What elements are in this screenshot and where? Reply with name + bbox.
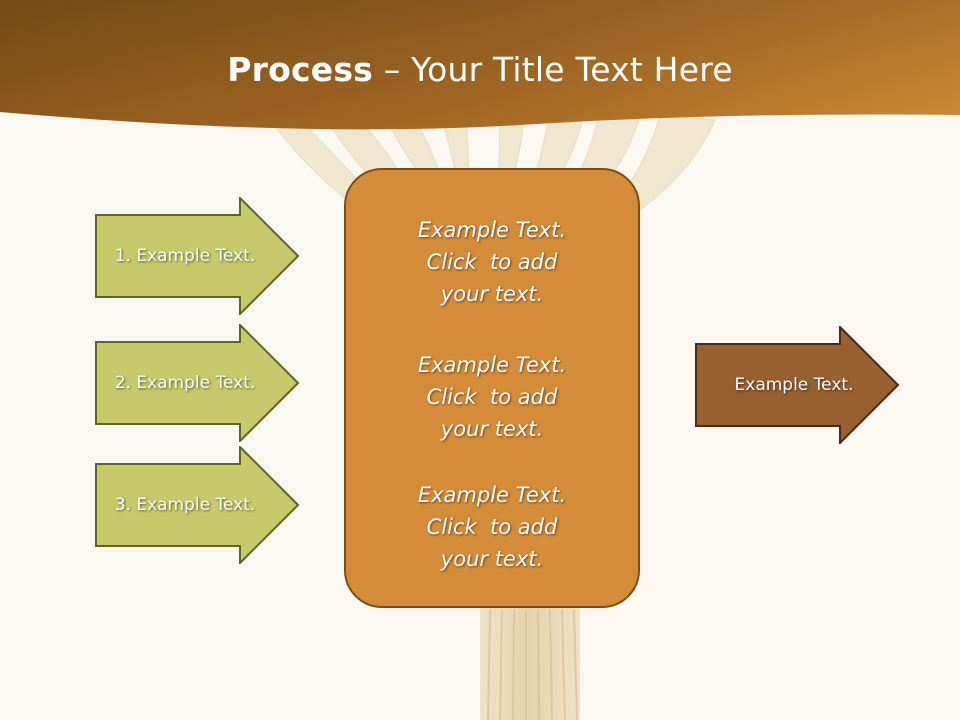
step-arrow-label: 2. Example Text. [114, 373, 256, 393]
center-text-line: Example Text. [417, 218, 567, 242]
center-text-block-1[interactable]: Example Text. Click to add your text. [346, 214, 638, 310]
step-arrow-label: 3. Example Text. [114, 495, 256, 515]
center-text-line: Click to add [426, 250, 558, 274]
slide-title[interactable]: Process – Your Title Text Here [0, 50, 960, 89]
center-text-line: your text. [440, 547, 544, 571]
arrow-shape [95, 324, 300, 442]
title-bold: Process [227, 50, 374, 89]
step-arrow-1[interactable]: 1. Example Text. [95, 197, 301, 315]
center-process-box[interactable]: Example Text. Click to add your text. Ex… [344, 168, 640, 608]
output-arrow[interactable]: Example Text. [695, 326, 901, 444]
center-text-line: Click to add [426, 515, 558, 539]
center-text-line: Example Text. [417, 483, 567, 507]
center-text-line: your text. [440, 282, 544, 306]
output-arrow-label: Example Text. [734, 375, 854, 395]
center-text-line: Click to add [426, 385, 558, 409]
arrow-shape [695, 326, 900, 444]
center-text-line: Example Text. [417, 353, 567, 377]
arrow-shape [95, 446, 300, 564]
step-arrow-3[interactable]: 3. Example Text. [95, 446, 301, 564]
center-text-block-2[interactable]: Example Text. Click to add your text. [346, 349, 638, 445]
header-band [0, 0, 960, 130]
arrow-shape [95, 197, 300, 315]
title-rest: – Your Title Text Here [373, 50, 733, 89]
step-arrow-2[interactable]: 2. Example Text. [95, 324, 301, 442]
center-text-block-3[interactable]: Example Text. Click to add your text. [346, 479, 638, 575]
step-arrow-label: 1. Example Text. [114, 246, 256, 266]
center-text-line: your text. [440, 417, 544, 441]
